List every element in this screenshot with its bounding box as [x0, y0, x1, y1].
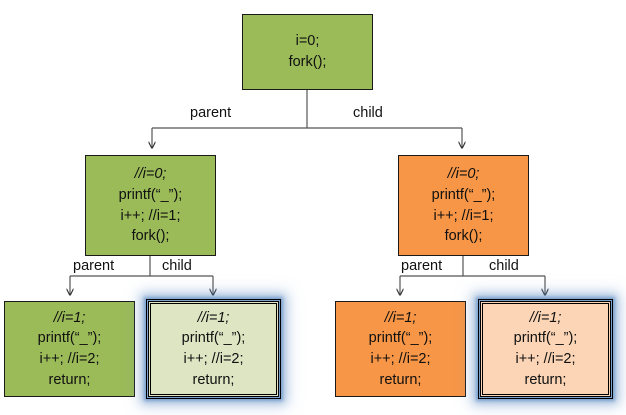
node-child-1[interactable]: //i=0; printf(“_”); i++; //i=1; fork();: [398, 155, 529, 256]
node-child-1-child-line-0: //i=1;: [529, 309, 562, 326]
node-child-1-line-3: fork();: [444, 228, 483, 245]
edge-label-right-parent: parent: [401, 258, 443, 274]
node-parent-1-parent-line-1: printf(“_”);: [37, 330, 102, 347]
node-child-1-child-line-3: return;: [524, 371, 567, 388]
node-child-1-line-0: //i=0;: [447, 166, 480, 183]
node-parent-1-child-line-0: //i=1;: [197, 309, 230, 326]
node-child-1-line-2: i++; //i=1;: [433, 207, 494, 224]
edge-label-root-child: child: [353, 105, 383, 121]
node-child-1-parent-line-1: printf(“_”);: [368, 330, 433, 347]
node-parent-1-child[interactable]: //i=1; printf(“_”); i++; //i=2; return;: [146, 299, 281, 399]
node-parent-1-line-2: i++; //i=1;: [120, 207, 181, 224]
node-root-line-1: fork();: [288, 54, 327, 70]
node-child-1-line-1: printf(“_”);: [431, 186, 496, 203]
node-child-1-child-line-1: printf(“_”);: [513, 330, 578, 347]
node-root[interactable]: i=0; fork();: [242, 14, 373, 90]
node-child-1-child[interactable]: //i=1; printf(“_”); i++; //i=2; return;: [478, 299, 613, 399]
node-parent-1-line-1: printf(“_”);: [118, 186, 183, 203]
edge-label-right-child: child: [489, 258, 519, 274]
node-child-1-parent[interactable]: //i=1; printf(“_”); i++; //i=2; return;: [335, 301, 466, 397]
node-parent-1-parent[interactable]: //i=1; printf(“_”); i++; //i=2; return;: [4, 301, 135, 397]
node-parent-1-line-0: //i=0;: [134, 166, 167, 183]
node-parent-1-child-line-2: i++; //i=2;: [183, 351, 244, 367]
edge-label-root-parent: parent: [190, 105, 232, 121]
node-parent-1-child-line-1: printf(“_”);: [181, 330, 246, 347]
node-root-line-0: i=0;: [295, 33, 320, 50]
node-parent-1[interactable]: //i=0; printf(“_”); i++; //i=1; fork();: [85, 155, 216, 256]
node-parent-1-parent-line-0: //i=1;: [53, 309, 86, 326]
node-child-1-child-line-2: i++; //i=2;: [515, 351, 576, 367]
node-child-1-parent-line-2: i++; //i=2;: [370, 351, 431, 367]
node-parent-1-parent-line-2: i++; //i=2;: [39, 351, 100, 367]
node-child-1-parent-line-3: return;: [379, 371, 422, 388]
node-child-1-parent-line-0: //i=1;: [384, 309, 417, 326]
edge-label-left-parent: parent: [73, 258, 115, 274]
edge-label-left-child: child: [162, 258, 192, 274]
node-parent-1-line-3: fork();: [131, 228, 170, 245]
node-parent-1-child-line-3: return;: [192, 371, 235, 388]
node-parent-1-parent-line-3: return;: [48, 371, 91, 388]
